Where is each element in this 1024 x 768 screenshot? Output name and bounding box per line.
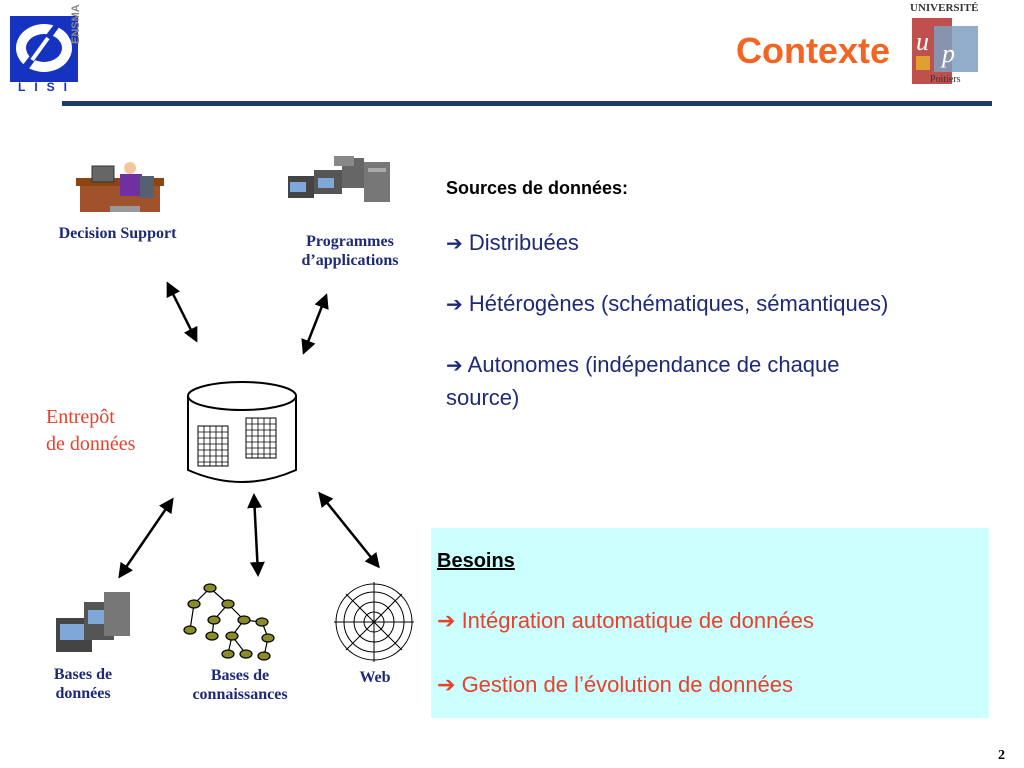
label-bases-donnees: Bases de données — [38, 665, 128, 703]
svg-text:u: u — [916, 27, 929, 56]
arrow-connaissances — [247, 493, 265, 577]
page-title: Contexte — [735, 30, 890, 71]
poitiers-text: Poitiers — [930, 74, 961, 85]
page-number: 2 — [998, 748, 1005, 763]
besoins-item-text: Gestion de l’évolution de données — [461, 672, 794, 697]
univ-poitiers-logo: UNIVERSITÉ u p Poitiers — [906, 0, 986, 88]
arrow-right-icon: ➔ — [437, 608, 456, 633]
sources-section: Sources de données: ➔ Distribuées ➔ Hété… — [446, 178, 986, 414]
lisi-logo-icon — [10, 16, 78, 82]
diagram — [56, 156, 414, 662]
univ-poitiers-logo-icon: u p — [912, 18, 978, 84]
arrow-right-icon: ➔ — [446, 294, 463, 316]
univ-logo-text: UNIVERSITÉ — [910, 2, 979, 14]
arrow-decision — [166, 281, 198, 343]
arrow-right-icon: ➔ — [446, 355, 463, 377]
sources-item: ➔ Distribuées — [446, 227, 986, 260]
label-programmes-line2: d’applications — [301, 252, 399, 269]
label-bases-connaissances: Bases de connaissances — [176, 666, 304, 704]
database-server-icon — [56, 592, 130, 652]
lisi-logo-text: LISI — [18, 80, 77, 94]
label-bases-line2: données — [55, 685, 111, 702]
label-entrepot-line2: de données — [46, 433, 136, 455]
besoins-item: ➔ Intégration automatique de données — [437, 608, 814, 634]
besoins-heading: Besoins — [437, 550, 515, 572]
sources-item-text-cont: source) — [446, 385, 520, 410]
sources-item-text: Hétérogènes (schématiques, sémantiques) — [468, 291, 889, 316]
label-decision-support: Decision Support — [58, 225, 177, 242]
programmes-icon — [288, 156, 390, 202]
label-programmes: Programmes d’applications — [288, 232, 412, 270]
arrow-right-icon: ➔ — [437, 672, 456, 697]
label-web: Web — [359, 669, 391, 686]
sources-item: ➔ Hétérogènes (schématiques, sémantiques… — [446, 288, 986, 321]
label-connaissances-line1: Bases de — [210, 667, 270, 684]
besoins-item-text: Intégration automatique de données — [461, 608, 814, 633]
sources-item: ➔ Autonomes (indépendance de chaque sourc… — [446, 349, 986, 414]
arrow-programmes — [301, 293, 329, 355]
decision-support-icon — [76, 162, 164, 212]
sources-item-text: Autonomes (indépendance de chaque — [467, 352, 840, 377]
sources-item-text: Distribuées — [468, 230, 579, 255]
spider-web-icon — [334, 582, 414, 662]
sources-heading: Sources de données: — [446, 178, 629, 198]
besoins-box: Besoins ➔ Intégration automatique de don… — [431, 528, 989, 718]
besoins-item: ➔ Gestion de l’évolution de données — [437, 672, 793, 698]
lisi-logo: LISI ENSMA — [8, 4, 98, 96]
arrow-web — [318, 491, 380, 569]
label-programmes-line1: Programmes — [306, 233, 394, 250]
warehouse-cylinder-icon — [187, 381, 297, 483]
knowledge-tree-icon — [183, 583, 275, 661]
arrow-right-icon: ➔ — [446, 233, 463, 255]
header-rule — [62, 101, 992, 106]
label-entrepot: Entrepôt de données — [46, 404, 186, 458]
label-connaissances-line2: connaissances — [192, 686, 288, 703]
label-entrepot-line1: Entrepôt — [46, 406, 115, 428]
arrow-bases — [118, 497, 174, 579]
label-bases-line1: Bases de — [53, 666, 113, 683]
svg-text:p: p — [940, 39, 955, 68]
